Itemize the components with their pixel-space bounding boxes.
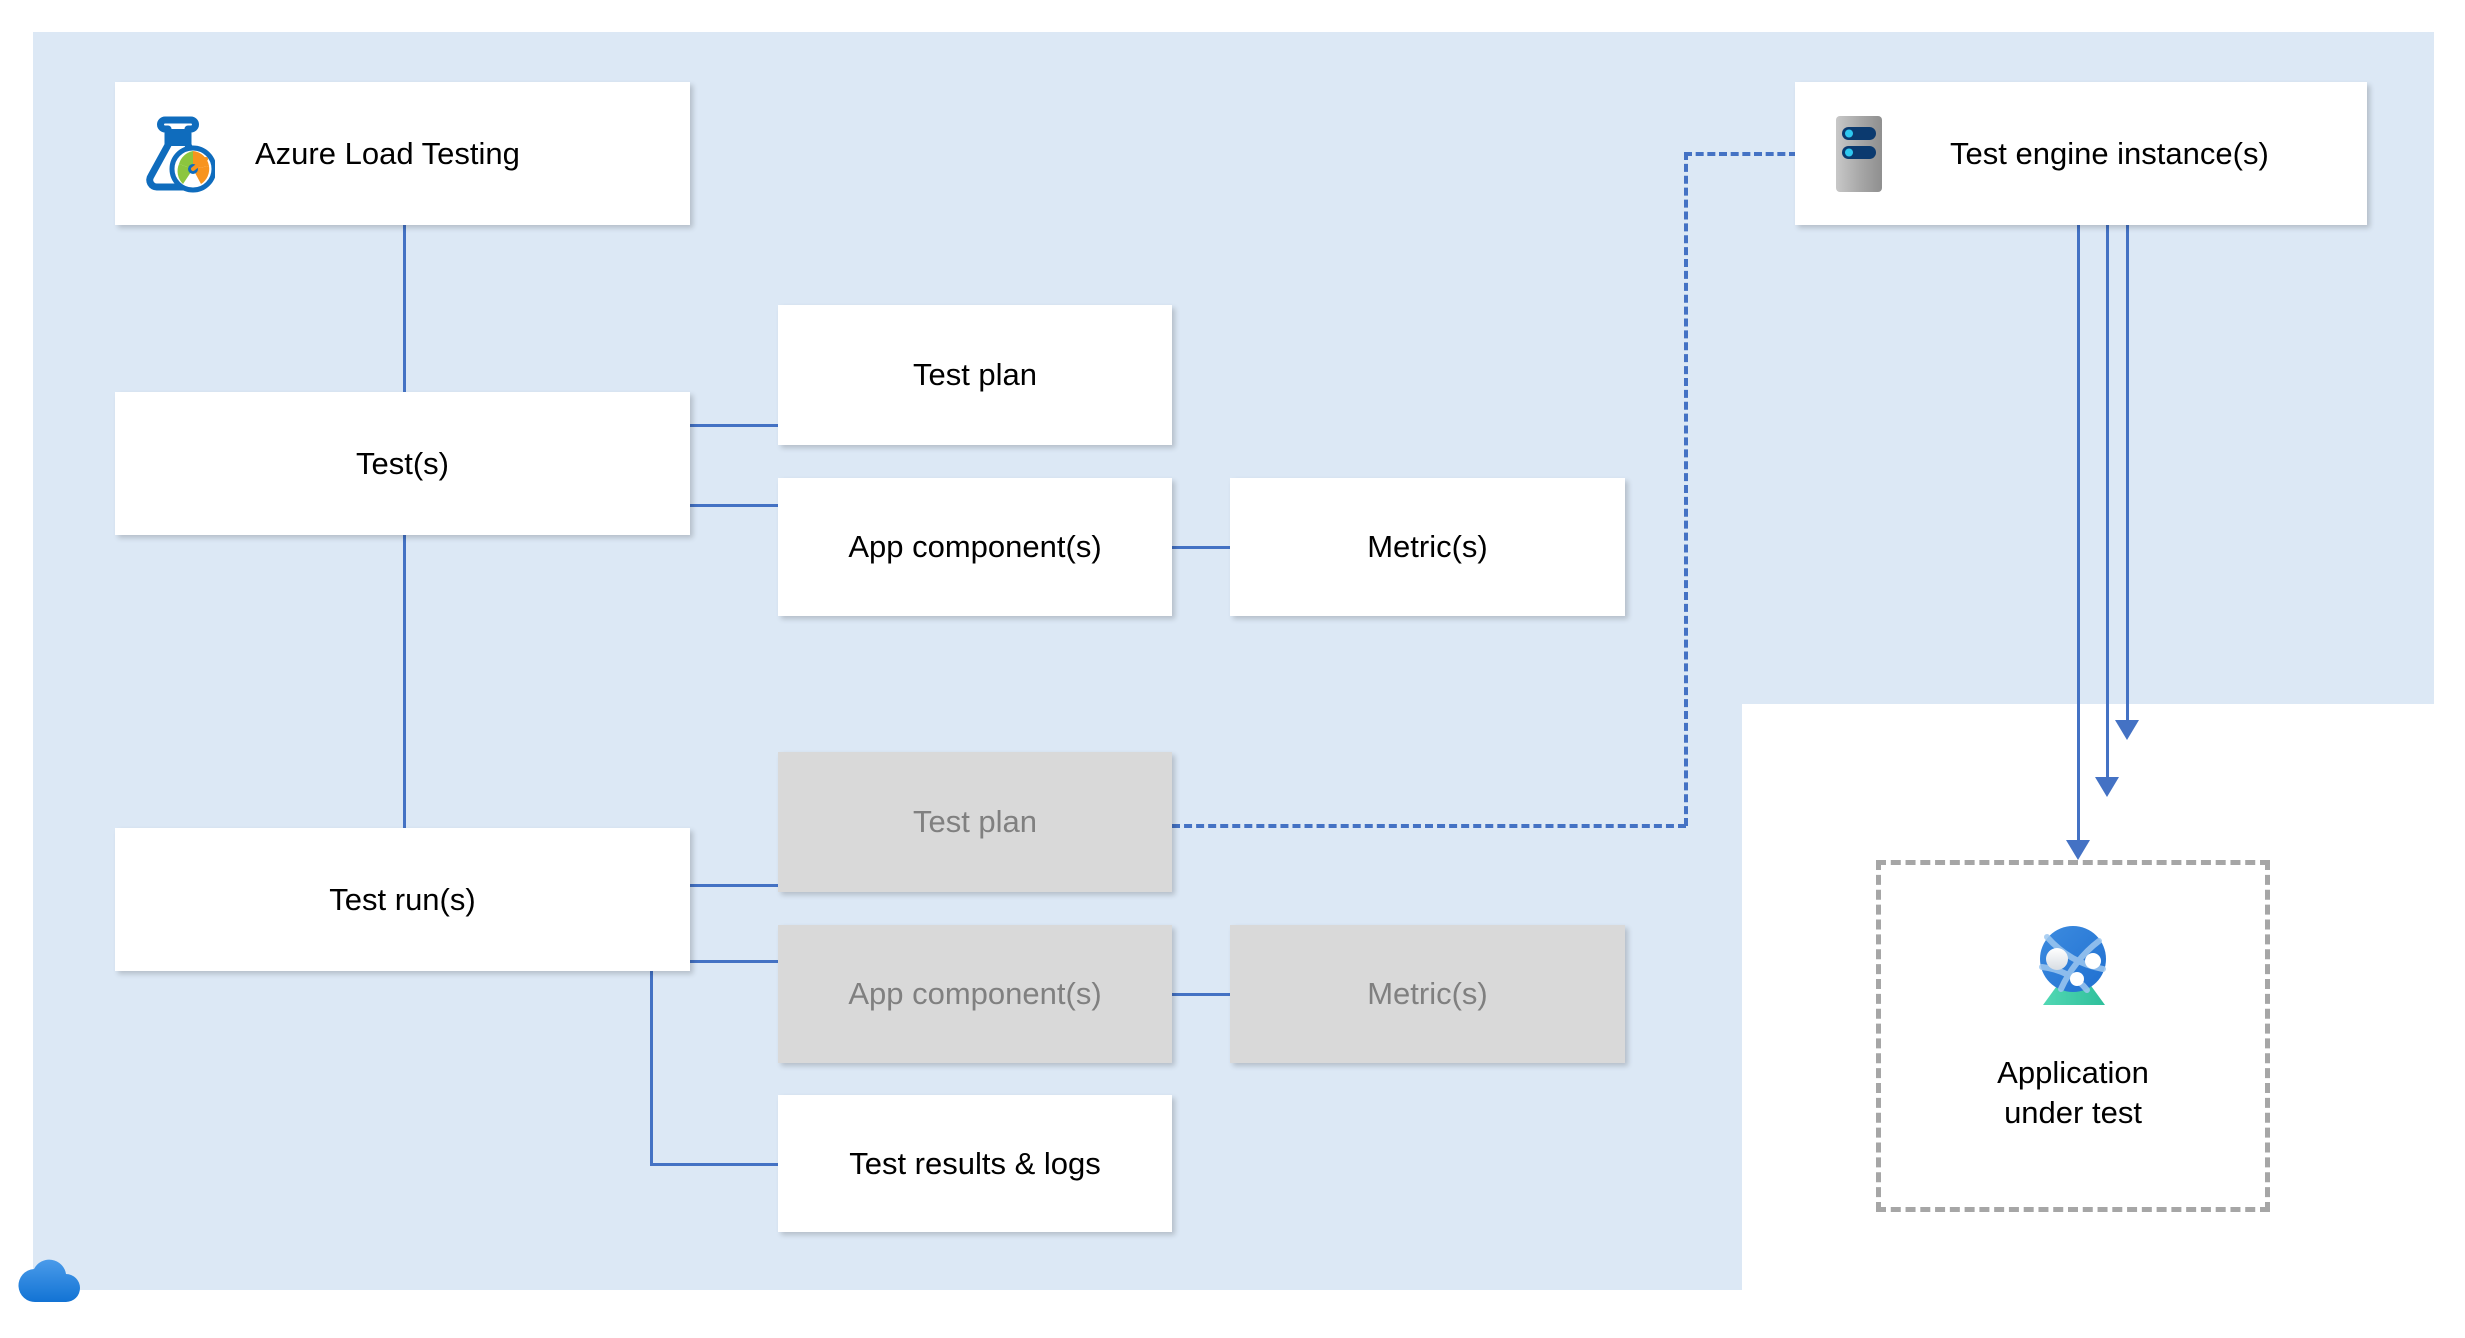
connector-engine-to-app-3 (2126, 225, 2129, 730)
node-app-components-run-label: App component(s) (848, 976, 1102, 1012)
connector-tests-to-testplan (690, 424, 778, 427)
connector-appcomponents-to-metrics (1172, 546, 1230, 549)
node-tests-label: Test(s) (356, 445, 449, 481)
arrowhead-engine-to-app-3 (2115, 720, 2139, 740)
node-app-components[interactable]: App component(s) (778, 478, 1172, 616)
connector-engine-to-app-1 (2077, 225, 2080, 850)
node-test-plan[interactable]: Test plan (778, 305, 1172, 445)
connector-tests-to-appcomponents (690, 504, 778, 507)
server-rack-icon (1833, 114, 1885, 194)
connector-testplan-to-engine-horizontal-lower (1172, 824, 1686, 828)
node-test-engine-instances-label: Test engine instance(s) (1950, 135, 2269, 171)
node-test-plan-run[interactable]: Test plan (778, 752, 1172, 892)
node-test-runs-label: Test run(s) (329, 881, 476, 917)
node-metrics-run[interactable]: Metric(s) (1230, 925, 1625, 1063)
node-metrics-label: Metric(s) (1367, 529, 1488, 565)
flask-gauge-icon (143, 114, 217, 194)
globe-network-icon (2023, 917, 2123, 1013)
application-under-test-boundary: Application under test (1876, 860, 2270, 1212)
node-test-results-and-logs[interactable]: Test results & logs (778, 1095, 1172, 1232)
node-metrics[interactable]: Metric(s) (1230, 478, 1625, 616)
connector-testruns-to-appcomponents (690, 960, 778, 963)
connector-alt-to-tests (403, 225, 406, 392)
connector-testruns-to-results-vertical (650, 960, 653, 1165)
arrowhead-engine-to-app-2 (2095, 777, 2119, 797)
node-tests[interactable]: Test(s) (115, 392, 690, 535)
connector-testplan-to-engine-horizontal-upper (1684, 152, 1797, 156)
connector-tests-to-testruns (403, 535, 406, 828)
connector-testplan-to-engine-vertical (1684, 152, 1688, 826)
application-under-test-label: Application under test (1997, 1055, 2149, 1130)
cloud-icon (14, 1252, 86, 1304)
node-test-runs[interactable]: Test run(s) (115, 828, 690, 971)
node-app-components-run[interactable]: App component(s) (778, 925, 1172, 1063)
node-test-plan-label: Test plan (912, 357, 1038, 393)
node-azure-load-testing-label: Azure Load Testing (255, 135, 520, 171)
connector-engine-to-app-2 (2106, 225, 2109, 787)
connector-testruns-to-results-horizontal (650, 1163, 778, 1166)
arrowhead-engine-to-app-1 (2066, 840, 2090, 860)
node-azure-load-testing[interactable]: Azure Load Testing (115, 82, 690, 225)
connector-appcomponents-run-to-metrics-run (1172, 993, 1230, 996)
node-test-engine-instances[interactable]: Test engine instance(s) (1795, 82, 2367, 225)
node-test-results-and-logs-label: Test results & logs (849, 1145, 1101, 1181)
node-metrics-run-label: Metric(s) (1367, 976, 1488, 1012)
node-app-components-label: App component(s) (848, 529, 1102, 565)
connector-testruns-to-testplan (690, 884, 778, 887)
node-test-plan-run-label: Test plan (912, 804, 1038, 840)
